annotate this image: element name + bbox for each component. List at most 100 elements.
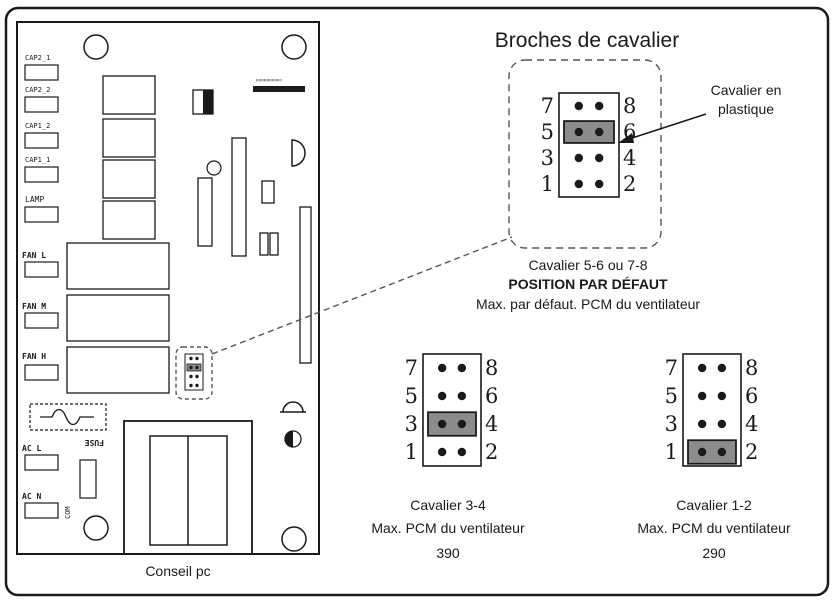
- config12-line1: Cavalier 1-2: [676, 497, 752, 513]
- pin-2: [595, 179, 604, 189]
- relay: [102, 200, 156, 240]
- header-strip: [299, 206, 312, 364]
- pin-7: [697, 363, 707, 373]
- label-fan-l: FAN L: [22, 251, 46, 260]
- config34-line1: Cavalier 3-4: [410, 497, 486, 513]
- label-cap1-1: CAP1_1: [25, 156, 50, 164]
- terminal-fan-h: [24, 364, 59, 381]
- mounting-hole: [281, 34, 307, 60]
- fuse-holder: [29, 403, 107, 431]
- pin-number-3: 3: [405, 412, 418, 436]
- pin-7: [574, 101, 583, 111]
- pin-3: [574, 153, 583, 163]
- outer-frame: [4, 6, 830, 597]
- pin-number-5: 5: [405, 384, 418, 408]
- mini-pin: [195, 365, 199, 370]
- pin-number-1: 1: [405, 440, 418, 464]
- board-outline: [16, 21, 320, 555]
- label-ac-n: AC N: [22, 492, 41, 501]
- relay: [102, 159, 156, 199]
- board-caption: Conseil pc: [145, 563, 210, 579]
- terminal-ac-n: [24, 502, 59, 519]
- pin-number-5: 5: [665, 384, 678, 408]
- default-line2: POSITION PAR DÉFAUT: [508, 276, 668, 292]
- ic-chip: [197, 177, 213, 247]
- label-cap2-2: CAP2_2: [25, 86, 50, 94]
- led: [206, 160, 222, 176]
- callout-line2: plastique: [718, 101, 774, 117]
- pc-board: CAP2_1 CAP2_2 CAP1_2 CAP1_1 LAMP FAN L F…: [16, 21, 320, 579]
- label-cap2-1: CAP2_1: [25, 54, 50, 62]
- ic-chip: [231, 137, 247, 257]
- mini-jumper: [186, 363, 202, 372]
- relay: [102, 118, 156, 158]
- pin-6: [717, 391, 727, 401]
- pin-6: [457, 391, 467, 401]
- pin-number-6: 6: [485, 384, 498, 408]
- small-component: [259, 232, 269, 256]
- pin-number-8: 8: [485, 356, 498, 380]
- transformer: [123, 420, 253, 555]
- pin-number-1: 1: [541, 172, 554, 196]
- pin-number-7: 7: [405, 356, 418, 380]
- pin-8: [457, 363, 467, 373]
- capacitor-half: [285, 431, 293, 447]
- mini-pin: [195, 383, 199, 388]
- pin-number-6: 6: [745, 384, 758, 408]
- pin-5: [437, 391, 447, 401]
- pin-1: [574, 179, 583, 189]
- mini-pin: [195, 356, 199, 361]
- fuse-symbol: [40, 408, 94, 426]
- label-fan-h: FAN H: [22, 352, 46, 361]
- terminal-fan-l: [24, 261, 59, 278]
- terminal-lamp: [24, 206, 59, 223]
- pin-header-frame: [682, 353, 742, 467]
- connector-text: ▭▭▭▭▭▭: [256, 76, 281, 84]
- mounting-hole: [83, 515, 109, 541]
- pin-number-4: 4: [623, 146, 636, 170]
- pin-5: [574, 127, 583, 137]
- pin-1: [697, 447, 707, 457]
- connector-strip: [253, 86, 305, 92]
- terminal-cap1-1: [24, 166, 59, 183]
- fan-relay: [66, 346, 170, 394]
- callout-arrowhead: [618, 133, 634, 143]
- plastic-jumper: [427, 411, 477, 437]
- relay: [102, 75, 156, 115]
- pin-number-4: 4: [745, 412, 758, 436]
- fan-relay: [66, 294, 170, 342]
- pin-8: [595, 101, 604, 111]
- pin-4: [595, 153, 604, 163]
- label-com: COM: [64, 506, 72, 519]
- callout-arrow-line: [625, 113, 707, 141]
- label-fan-m: FAN M: [22, 302, 46, 311]
- pin-number-4: 4: [485, 412, 498, 436]
- terminal-fan-m: [24, 312, 59, 329]
- mini-pin: [189, 356, 193, 361]
- pin-number-5: 5: [541, 120, 554, 144]
- component-block-fill: [203, 90, 213, 114]
- pin-header-frame: [422, 353, 482, 467]
- pin-number-8: 8: [623, 94, 636, 118]
- config34-line2: Max. PCM du ventilateur: [371, 520, 525, 536]
- pin-number-8: 8: [745, 356, 758, 380]
- terminal-ac-l: [24, 454, 59, 471]
- mounting-hole: [281, 526, 307, 552]
- terminal-cap2-2: [24, 96, 59, 113]
- terminal-cap1-2: [24, 132, 59, 149]
- capacitor-top: [282, 401, 304, 413]
- label-cap1-2: CAP1_2: [25, 122, 50, 130]
- mini-pin: [195, 374, 199, 379]
- zoom-connector-line: [211, 236, 513, 355]
- callout-line1: Cavalier en: [711, 82, 782, 98]
- small-component: [261, 180, 275, 204]
- plastic-jumper: [687, 439, 737, 465]
- mounting-hole: [83, 34, 109, 60]
- board-jumper-highlight: [175, 346, 213, 400]
- mini-pin: [189, 374, 193, 379]
